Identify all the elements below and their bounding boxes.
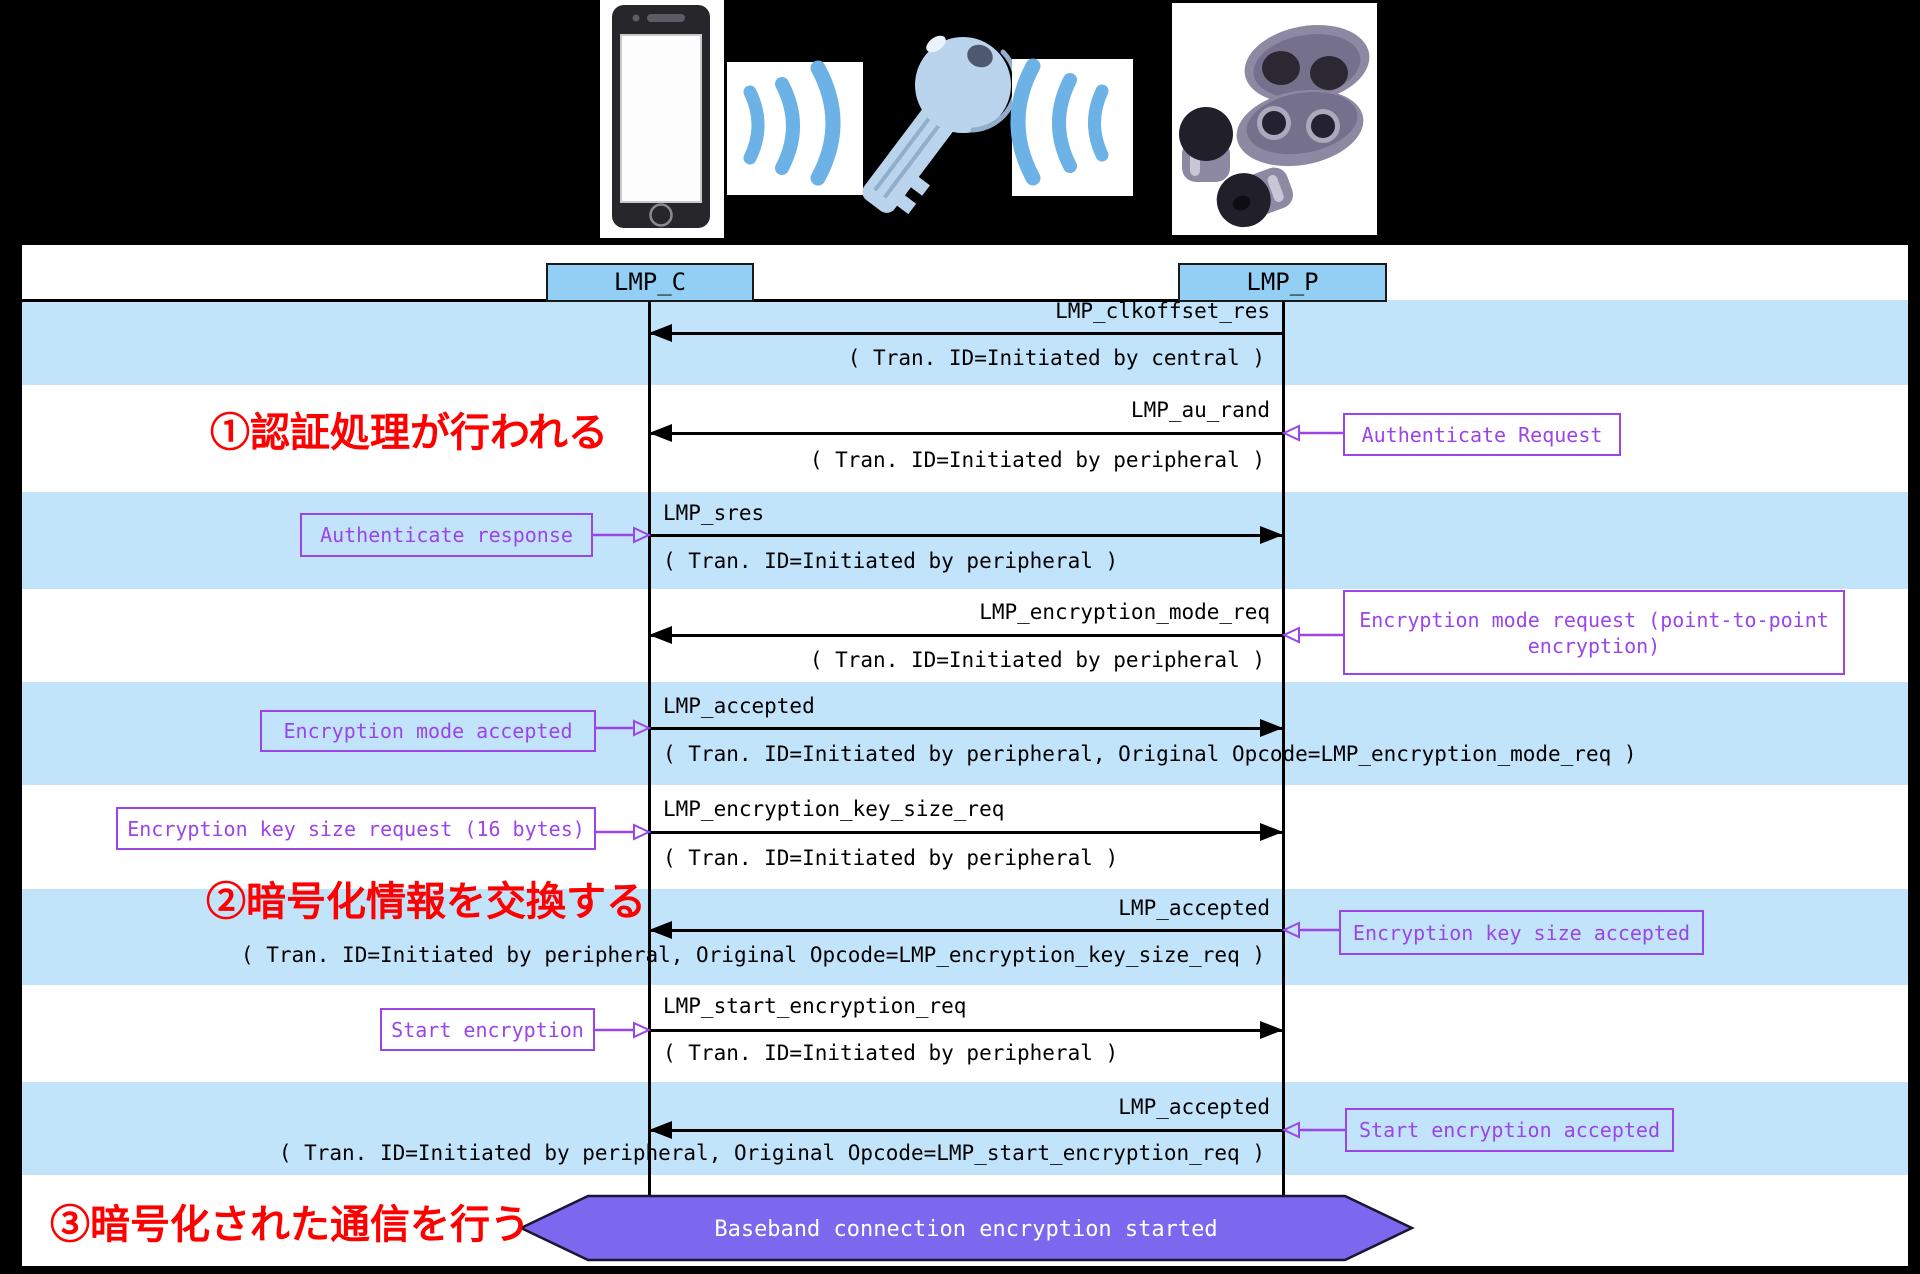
lifeline-central xyxy=(648,298,651,1196)
note-box: Encryption mode request (point-to-point … xyxy=(1343,590,1845,675)
message-arrow-line xyxy=(649,432,1284,435)
message-arrow-line xyxy=(649,634,1284,637)
annotation-step2: ②暗号化情報を交換する xyxy=(206,880,646,924)
end-banner: Baseband connection encryption started xyxy=(518,1194,1415,1262)
message-arrowhead xyxy=(649,424,672,442)
note-arrow xyxy=(595,1021,652,1039)
message-arrow-line xyxy=(649,332,1284,335)
note-arrow xyxy=(1281,1121,1347,1139)
note-box: Authenticate Request xyxy=(1343,413,1621,456)
row-stripe xyxy=(22,492,1908,589)
message-params: ( Tran. ID=Initiated by peripheral ) xyxy=(663,549,1119,573)
message-label: LMP_encryption_key_size_req xyxy=(663,797,1005,821)
row-stripe xyxy=(22,300,1908,385)
message-params: ( Tran. ID=Initiated by peripheral ) xyxy=(663,1041,1119,1065)
message-params: ( Tran. ID=Initiated by peripheral, Orig… xyxy=(240,943,1265,967)
annotation-step3: ③暗号化された通信を行う xyxy=(50,1203,530,1247)
message-arrowhead xyxy=(1260,526,1283,544)
message-arrowhead xyxy=(1260,1021,1283,1039)
message-arrow-line xyxy=(649,1029,1284,1032)
radio-waves-left-icon xyxy=(727,60,863,195)
key-icon xyxy=(862,35,1019,215)
note-box: Encryption key size accepted xyxy=(1339,910,1704,955)
message-label: LMP_accepted xyxy=(663,694,815,718)
note-arrow xyxy=(596,719,652,737)
note-box: Start encryption accepted xyxy=(1345,1108,1674,1152)
message-label: LMP_encryption_mode_req xyxy=(979,600,1270,624)
message-label: LMP_sres xyxy=(663,501,765,525)
row-stripe xyxy=(22,682,1908,785)
message-params: ( Tran. ID=Initiated by peripheral ) xyxy=(663,846,1119,870)
message-params: ( Tran. ID=Initiated by peripheral, Orig… xyxy=(663,742,1637,766)
message-arrowhead xyxy=(649,324,672,342)
note-arrow xyxy=(1281,921,1341,939)
message-arrow-line xyxy=(649,929,1284,932)
participant-lmp-p: LMP_P xyxy=(1178,263,1387,302)
message-arrowhead xyxy=(1260,719,1283,737)
message-arrowhead xyxy=(649,1121,672,1139)
note-box: Authenticate response xyxy=(300,513,593,557)
note-arrow xyxy=(1281,626,1345,644)
note-box: Encryption mode accepted xyxy=(260,710,596,752)
note-box: Start encryption xyxy=(380,1008,595,1051)
end-banner-label: Baseband connection encryption started xyxy=(714,1217,1217,1242)
message-label: LMP_accepted xyxy=(1118,896,1270,920)
message-label: LMP_au_rand xyxy=(1130,398,1270,422)
note-arrow xyxy=(596,823,652,841)
message-arrow-line xyxy=(649,534,1284,537)
note-arrow xyxy=(1281,424,1345,442)
message-params: ( Tran. ID=Initiated by peripheral ) xyxy=(809,448,1265,472)
message-params: ( Tran. ID=Initiated by central ) xyxy=(847,346,1265,370)
message-params: ( Tran. ID=Initiated by peripheral, Orig… xyxy=(278,1141,1265,1165)
note-arrow xyxy=(593,526,652,544)
note-box: Encryption key size request (16 bytes) xyxy=(116,807,596,850)
message-arrowhead xyxy=(1260,823,1283,841)
message-arrow-line xyxy=(649,727,1284,730)
hero-illustrations xyxy=(600,0,1377,238)
smartphone-icon xyxy=(600,0,724,238)
message-params: ( Tran. ID=Initiated by peripheral ) xyxy=(809,648,1265,672)
end-banner-hexagon xyxy=(518,1194,1415,1262)
message-label: LMP_start_encryption_req xyxy=(663,994,967,1018)
participant-lmp-c: LMP_C xyxy=(546,263,754,302)
message-label: LMP_clkoffset_res xyxy=(1055,299,1270,323)
message-arrowhead xyxy=(649,921,672,939)
annotation-step1: ①認証処理が行われる xyxy=(210,411,608,455)
lifeline-peripheral xyxy=(1282,298,1285,1196)
message-arrow-line xyxy=(649,831,1284,834)
message-label: LMP_accepted xyxy=(1118,1095,1270,1119)
message-arrow-line xyxy=(649,1129,1284,1132)
earbuds-icon xyxy=(1172,3,1377,235)
message-arrowhead xyxy=(649,626,672,644)
radio-waves-right-icon xyxy=(1010,58,1133,196)
row-stripe xyxy=(22,889,1908,985)
row-stripe xyxy=(22,1082,1908,1175)
